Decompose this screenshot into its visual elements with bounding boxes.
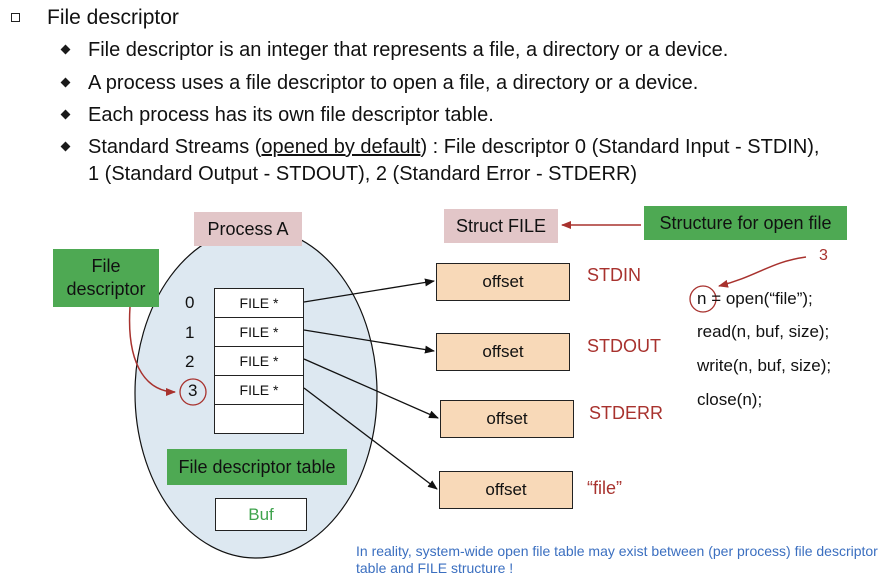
bullet-4-post: ) : File descriptor 0 (Standard Input - … xyxy=(420,136,820,158)
heading: File descriptor xyxy=(47,6,179,29)
offset-box: offset xyxy=(439,471,573,509)
fd-callout-line1: File xyxy=(91,256,121,276)
offset-box: offset xyxy=(436,333,570,371)
stream-stderr: STDERR xyxy=(589,403,664,423)
process-label: Process A xyxy=(194,212,302,246)
fd-callout: File descriptor xyxy=(53,249,159,307)
code-write: write(n, buf, size); xyxy=(697,356,832,375)
fd-table-label: File descriptor table xyxy=(167,449,347,485)
struct-file-label: Struct FILE xyxy=(444,209,558,243)
bullet-4: Standard Streams (opened by default) : F… xyxy=(88,134,819,161)
fd-table: FILE * FILE * FILE * FILE * xyxy=(214,288,304,434)
fd-number: 3 xyxy=(188,381,198,400)
arrow-fd0 xyxy=(303,278,435,303)
fd-callout-line2: descriptor xyxy=(66,279,146,299)
arrow-fd2 xyxy=(303,358,439,419)
fd-number: 0 xyxy=(185,293,195,312)
arrow-fd3 xyxy=(303,387,438,490)
buf-box: Buf xyxy=(215,498,307,531)
bullet-4-underlined: opened by default xyxy=(261,136,421,158)
fd-entry-empty xyxy=(215,405,303,433)
bullet-3: Each process has its own file descriptor… xyxy=(88,104,494,126)
fd-number: 2 xyxy=(185,352,195,371)
fd-entry: FILE * xyxy=(215,289,303,318)
square-bullet-icon xyxy=(11,13,20,22)
fd-entry: FILE * xyxy=(215,347,303,376)
offset-box: offset xyxy=(440,400,574,438)
code-read: read(n, buf, size); xyxy=(697,322,830,341)
n-highlight-circle xyxy=(689,285,717,313)
stream-stdin: STDIN xyxy=(587,265,641,285)
code-open-rest: = open(“file”); xyxy=(706,289,813,308)
code-open: n = open(“file”); xyxy=(697,289,813,309)
fd-entry: FILE * xyxy=(215,376,303,405)
return-value: 3 xyxy=(819,247,828,264)
offset-box: offset xyxy=(436,263,570,301)
stream-file: “file” xyxy=(587,478,622,498)
fd3-highlight-circle xyxy=(179,378,207,406)
arrow-return-value xyxy=(718,256,807,288)
footnote: In reality, system-wide open file table … xyxy=(356,543,878,576)
code-close: close(n); xyxy=(697,390,763,409)
structure-callout: Structure for open file xyxy=(644,206,847,240)
bullet-2: A process uses a file descriptor to open… xyxy=(88,72,699,94)
fd-number: 1 xyxy=(185,323,195,342)
bullet-1: File descriptor is an integer that repre… xyxy=(88,39,729,61)
code-open-n: n xyxy=(697,289,707,308)
bullet-4-pre: Standard Streams ( xyxy=(88,136,262,158)
fd-entry: FILE * xyxy=(215,318,303,347)
bullet-4-line2: 1 (Standard Output - STDOUT), 2 (Standar… xyxy=(88,163,638,185)
arrow-fd1 xyxy=(303,329,435,354)
stream-stdout: STDOUT xyxy=(587,336,661,356)
arrow-fd-callout xyxy=(128,306,176,396)
